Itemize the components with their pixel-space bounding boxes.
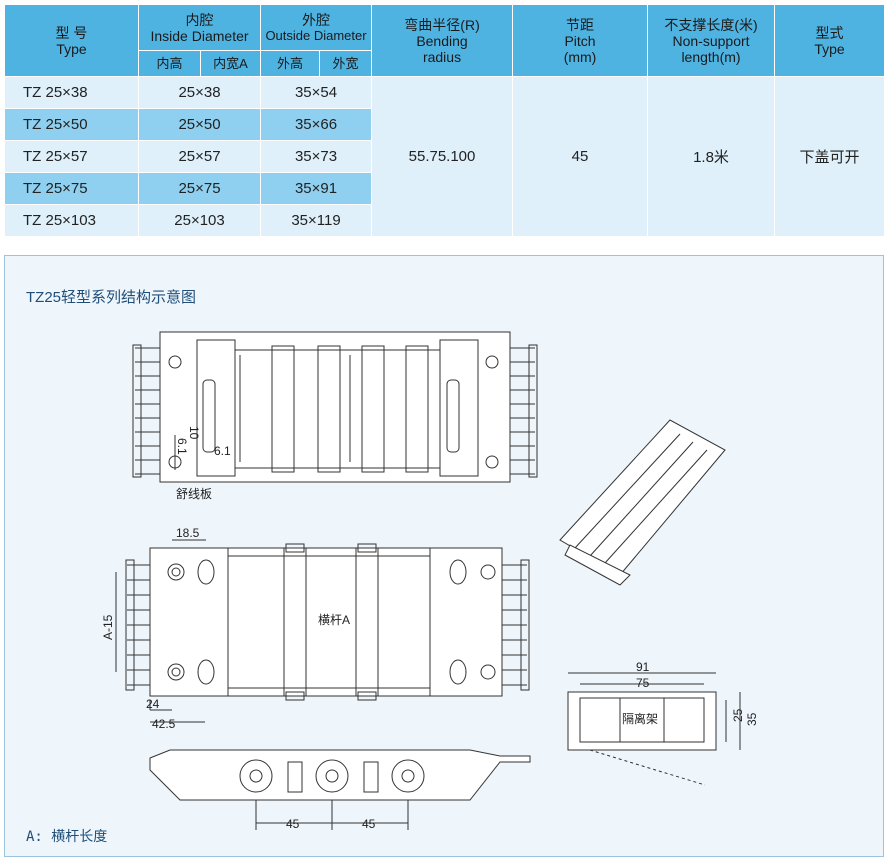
label-separator: 隔离架 [622,711,658,726]
model-cell: TZ 25×57 [4,140,139,173]
inside-cell: 25×103 [137,204,262,237]
header-outside-width: 外宽 [319,50,373,77]
top-view-drawing [132,331,538,483]
dim-a-15: A-15 [101,614,115,640]
header-outside-height: 外高 [260,50,321,77]
inside-cell: 25×38 [137,76,262,109]
dim-45-right: 45 [362,817,376,831]
middle-view-drawing [125,543,530,701]
dim-35: 35 [745,712,759,726]
pitch-cell: 45 [512,76,649,237]
note-crossbar-length: A: 横杆长度 [26,829,108,845]
inside-cell: 25×50 [137,108,262,141]
inside-cell: 25×75 [137,172,262,205]
table-row: TZ 25×50 25×50 35×66 [4,108,885,141]
outside-cell: 35×91 [260,172,373,205]
dim-25: 25 [731,708,745,722]
header-inside-width: 内宽A [199,50,262,77]
dim-18-5: 18.5 [176,526,200,540]
style-cell: 下盖可开 [774,76,886,237]
table-row: TZ 25×75 25×75 35×91 [4,172,885,205]
model-cell: TZ 25×75 [4,172,139,205]
outside-cell: 35×73 [260,140,373,173]
dim-10: 10 [187,426,201,440]
cross-section-drawing [567,672,741,786]
outside-cell: 35×54 [260,76,373,109]
model-cell: TZ 25×50 [4,108,139,141]
outside-cell: 35×66 [260,108,373,141]
table-row: TZ 25×103 25×103 35×119 [4,204,885,237]
dim-6-1-vertical: 6.1 [175,438,189,455]
label-crossbar: 横杆A [318,613,350,627]
model-cell: TZ 25×103 [4,204,139,237]
nonsupport-cell: 1.8米 [647,76,776,237]
inside-cell: 25×57 [137,140,262,173]
outside-cell: 35×119 [260,204,373,237]
bending-cell: 55.75.100 [371,76,514,237]
table-row: TZ 25×57 25×57 35×73 [4,140,885,173]
dim-24: 24 [146,697,160,711]
dim-45-left: 45 [286,817,300,831]
dim-91: 91 [636,660,650,674]
dim-75: 75 [636,676,650,690]
isometric-view-drawing [559,419,726,586]
label-guide-plate: 舒线板 [176,487,212,501]
diagram-title: TZ25轻型系列结构示意图 [26,289,197,306]
table-row: TZ 25×38 25×38 35×54 55.75.100 45 1.8米 下… [4,76,886,237]
side-view-drawing [149,749,531,830]
dim-42-5: 42.5 [152,717,176,731]
dim-6-1-horizontal: 6.1 [214,444,231,458]
